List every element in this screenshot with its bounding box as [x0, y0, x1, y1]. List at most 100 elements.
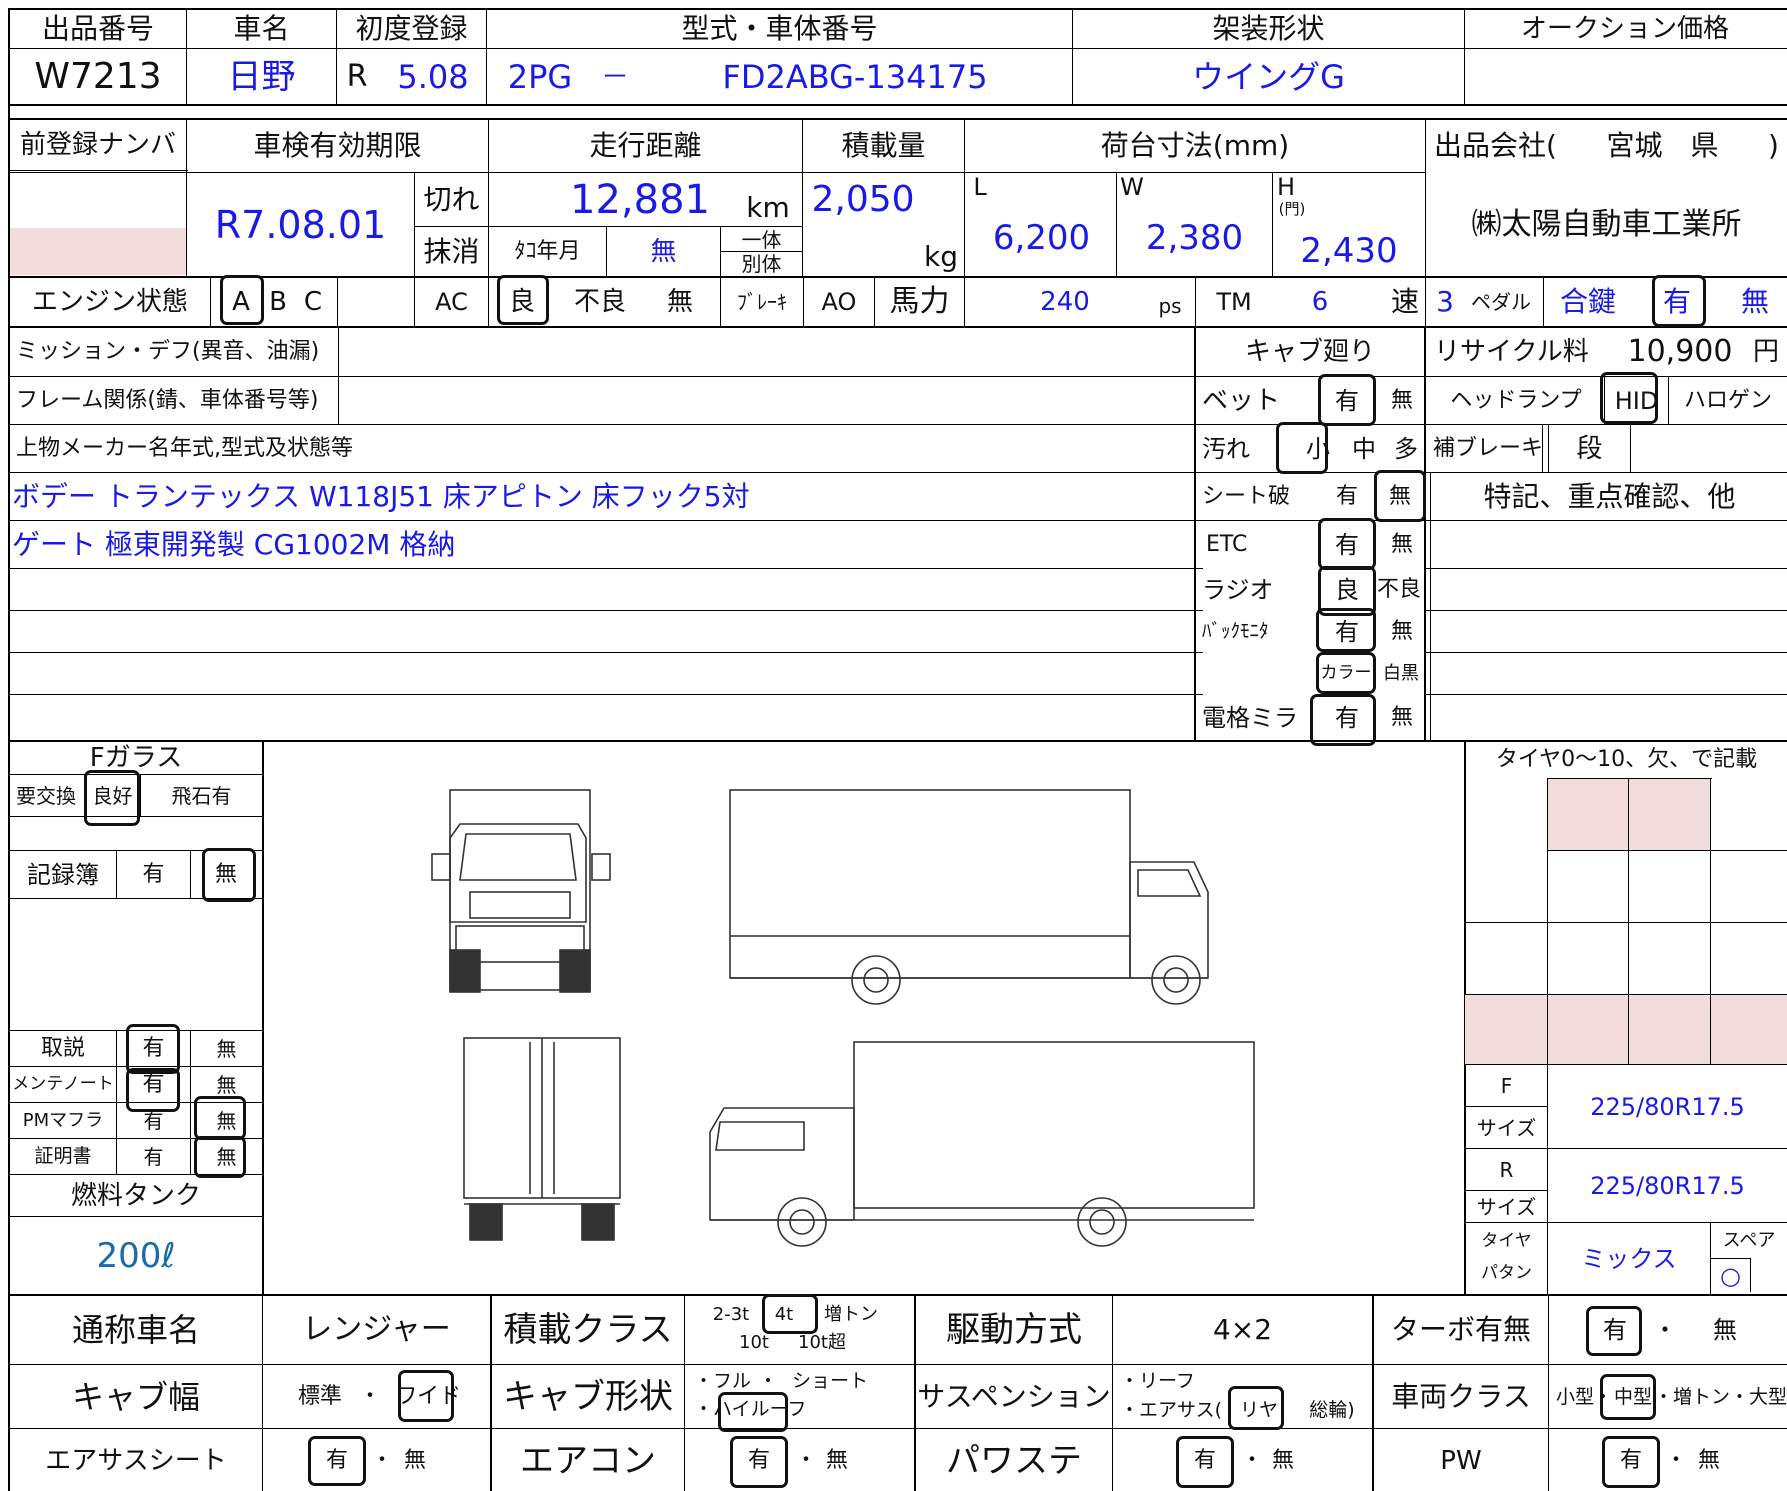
cab-shape-full: ・フル [694, 1369, 752, 1392]
note-line-1: ボデー トランテックス W118J51 床アピトン 床フック5対 [12, 479, 750, 513]
turbo-no: 無 [1713, 1316, 1737, 1344]
rear-view [463, 1037, 621, 1241]
dim-w-label: W [1120, 173, 1144, 201]
hp-label: 馬力 [889, 284, 950, 319]
tire-f-size: 225/80R17.5 [1590, 1093, 1745, 1121]
aircon-label: エアコン [520, 1440, 656, 1481]
cab-title: キャブ廻り [1244, 337, 1375, 367]
radio-bad: 不良 [1376, 576, 1421, 602]
doc-maint-yes: 有 [142, 1071, 165, 1097]
tacho-value: 無 [650, 236, 677, 267]
headlamp-label: ヘッドランプ [1450, 387, 1582, 413]
monitor-yes-circle [1316, 608, 1376, 652]
cab-shape-high-circle [718, 1392, 788, 1432]
load-value: 2,050 [811, 179, 915, 220]
dirt-mid: 中 [1352, 434, 1376, 463]
radio-good: 良 [1335, 575, 1359, 604]
aircon-no: 無 [825, 1447, 848, 1473]
tire-f-size-label: サイズ [1476, 1115, 1537, 1140]
doc-maint-label: メンテノート [12, 1074, 114, 1094]
turbo-yes: 有 [1603, 1316, 1627, 1344]
vclass-large: ・増トン・大型 [1654, 1385, 1787, 1408]
monitor-yes: 有 [1335, 617, 1359, 646]
maker-name: 日野 [227, 57, 296, 97]
etc-yes: 有 [1335, 530, 1359, 559]
tire-pattern-label: タイヤ [1481, 1230, 1532, 1251]
doc-manual-yes-circle [126, 1024, 180, 1074]
mileage-unit: km [746, 191, 790, 224]
dim-h-label: H [1276, 173, 1296, 201]
pedal-value: 3 [1436, 285, 1454, 318]
air-seat-yes: 有 [325, 1447, 348, 1473]
glass-good-circle [84, 770, 140, 826]
susp-leaf: ・リーフ [1120, 1369, 1195, 1392]
doc-manual-label: 取説 [40, 1035, 85, 1061]
powersteer-yes: 有 [1193, 1447, 1216, 1473]
side-view-left [709, 1041, 1255, 1247]
key-no: 無 [1740, 285, 1769, 318]
etc-label: ETC [1206, 531, 1248, 557]
doc-pm-no: 無 [216, 1108, 237, 1133]
doc-cert-no-circle [194, 1136, 246, 1178]
pw-yes-circle [1602, 1436, 1660, 1488]
monitor-no: 無 [1390, 618, 1413, 644]
dim-h-value: 2,430 [1300, 231, 1398, 271]
air-seat-label: エアサスシート [45, 1445, 227, 1476]
reg-date: 5.08 [397, 58, 469, 96]
doc-cert-no: 無 [216, 1144, 237, 1169]
seat-label: シート破 [1202, 483, 1291, 509]
class-increase: 増トン [824, 1304, 878, 1325]
mirror-yes-circle [1310, 694, 1376, 746]
turbo-label: ターボ有無 [1390, 1313, 1531, 1346]
upper-maker-label: 上物メーカー名年式,型式及状態等 [16, 435, 353, 461]
ac-label: AC [435, 288, 468, 316]
etc-no: 無 [1390, 531, 1413, 557]
powersteer-dot: ・ [1241, 1447, 1264, 1473]
inspection-cancelled: 抹消 [423, 234, 480, 268]
turbo-dot: ・ [1653, 1316, 1677, 1344]
bed-no: 無 [1390, 387, 1413, 413]
susp-air: ・エアサス( [1120, 1398, 1223, 1421]
header-reg-label: 初度登録 [355, 12, 468, 45]
doc-manual-yes: 有 [142, 1035, 165, 1061]
class-4t: 4t [774, 1304, 794, 1325]
air-seat-yes-circle [308, 1436, 366, 1486]
key-yes: 有 [1662, 285, 1691, 318]
truck-drawings [431, 789, 1255, 1247]
air-seat-dot: ・ [371, 1447, 394, 1473]
aux-brake-label: 補ブレーキ [1432, 435, 1543, 461]
cab-shape-label: キャブ形状 [503, 1377, 673, 1417]
ac-bad: 不良 [573, 287, 626, 317]
record-label: 記録簿 [27, 861, 99, 889]
suspension-label: サスペンション [917, 1380, 1111, 1413]
aircon-dot: ・ [795, 1447, 818, 1473]
glass-good: 良好 [92, 784, 133, 808]
powersteer-label: パワステ [946, 1440, 1082, 1481]
prev-plate-label: 前登録ナンバ [19, 130, 176, 160]
doc-manual-no: 無 [216, 1036, 237, 1061]
load-opt-bottom: 別体 [741, 252, 782, 276]
seat-no: 無 [1388, 483, 1411, 509]
chassis-number: FD2ABG-134175 [722, 58, 988, 96]
bed-label: ベット [1202, 385, 1281, 416]
doc-cert-label: 証明書 [34, 1145, 92, 1167]
class-10t-plus: 10t超 [798, 1332, 846, 1353]
glass-replace: 要交換 [16, 784, 76, 808]
vclass-mid: 中型 [1613, 1385, 1652, 1408]
tire-pattern: ミックス [1581, 1245, 1677, 1273]
fuel-value: 200ℓ [96, 1235, 176, 1276]
mirror-label: 電格ミラ [1202, 703, 1298, 732]
mileage-label: 走行距離 [589, 129, 702, 162]
body-type: ウイングG [1192, 58, 1345, 96]
tm-value: 6 [1311, 287, 1329, 317]
cab-shape-short: ショート [791, 1369, 868, 1392]
cab-width-wide-circle [398, 1370, 454, 1422]
seat-yes: 有 [1335, 483, 1358, 509]
ac-good-circle [497, 275, 549, 325]
doc-pm-yes: 有 [143, 1108, 164, 1133]
company-label-open: 出品会社( [1434, 129, 1557, 162]
common-name-label: 通称車名 [71, 1311, 200, 1349]
air-seat-no: 無 [403, 1447, 426, 1473]
seat-no-circle [1374, 470, 1426, 522]
ac-none: 無 [666, 287, 693, 317]
